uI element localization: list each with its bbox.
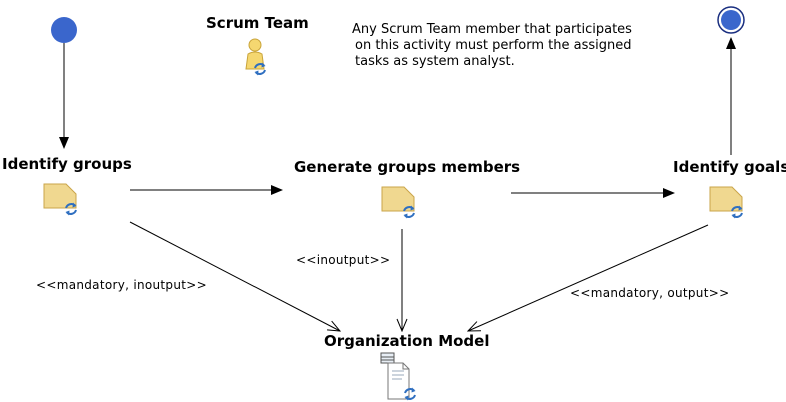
relation-identify-goals-to-model[interactable] [468, 224, 709, 331]
start-node[interactable] [51, 17, 77, 43]
task-cycle-icon[interactable] [709, 186, 744, 220]
note-line: Any Scrum Team member that participates [352, 22, 632, 37]
relation-label-mandatory-inoutput: <<mandatory, inoutput>> [36, 278, 207, 292]
task-cycle-icon[interactable] [381, 186, 416, 220]
role-name: Scrum Team [206, 14, 309, 32]
note-line: tasks as system analyst. [355, 54, 515, 69]
end-node[interactable] [717, 6, 745, 34]
relation-identify-groups-to-model[interactable] [129, 221, 340, 331]
relation-label-mandatory-output: <<mandatory, output>> [570, 286, 730, 300]
relation-label-inoutput: <<inoutput>> [296, 253, 391, 267]
person-cycle-icon[interactable] [245, 38, 267, 77]
document-cycle-icon[interactable] [380, 352, 417, 402]
activity-identify-groups-label[interactable]: Identify groups [2, 155, 132, 173]
activity-generate-groups-members-label[interactable]: Generate groups members [294, 158, 521, 176]
artifact-organization-model-label[interactable]: Organization Model [324, 332, 490, 350]
activity-identify-goals-label[interactable]: Identify goals [673, 158, 786, 176]
note-line: on this activity must perform the assign… [355, 38, 632, 53]
note: Any Scrum Team member that participates … [352, 22, 652, 70]
task-cycle-icon[interactable] [43, 183, 78, 217]
